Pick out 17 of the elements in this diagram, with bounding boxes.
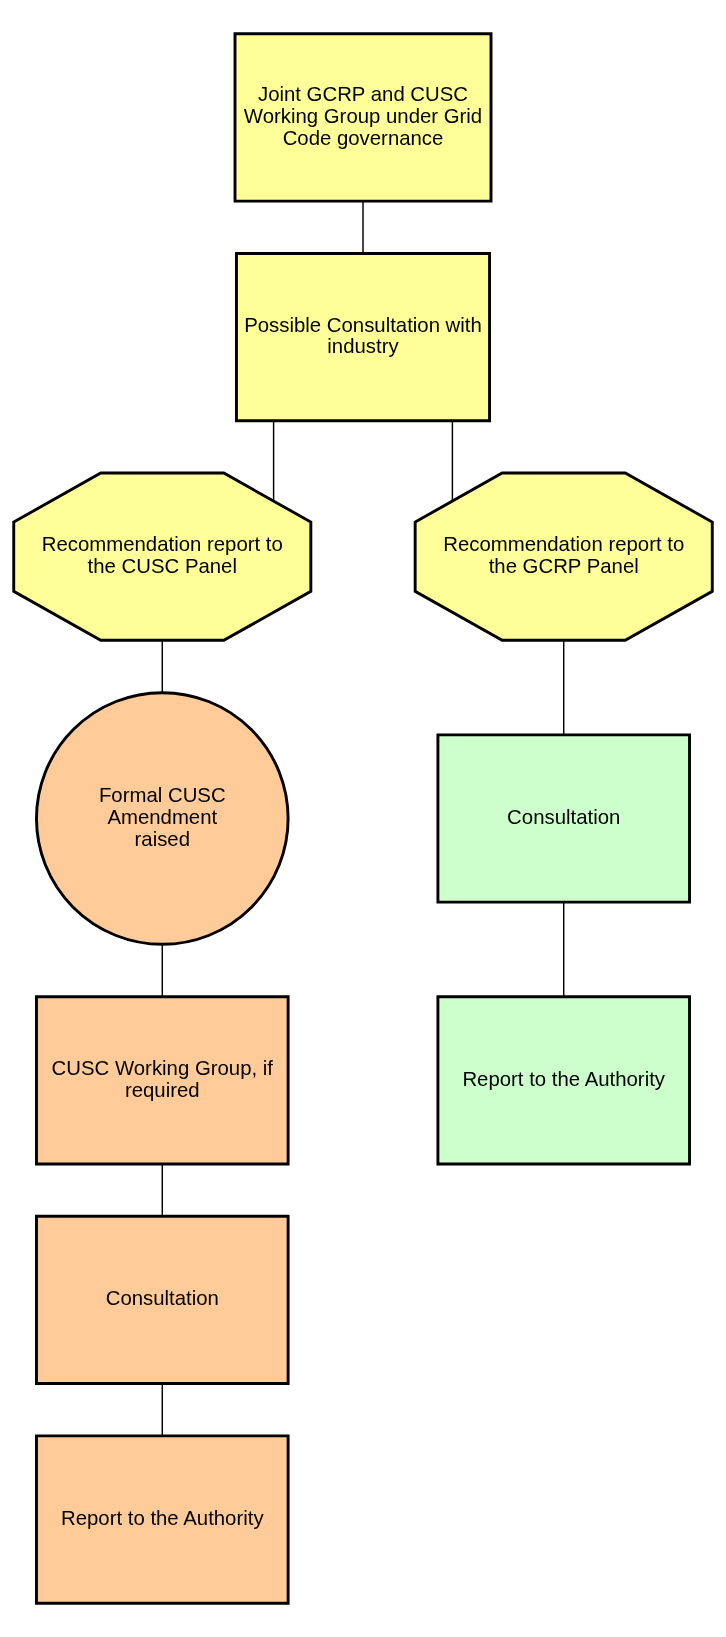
connector (161, 1163, 163, 1217)
connector (451, 420, 454, 502)
node-box: Report to the Authority (436, 995, 691, 1166)
connector (362, 200, 364, 254)
node-box: CUSC Working Group, if required (35, 995, 290, 1166)
connector (272, 420, 275, 502)
node-box: Report to the Authority (35, 1434, 290, 1605)
node-box: Joint GCRP and CUSC Working Group under Grid Code governance (233, 32, 493, 203)
connector (563, 902, 565, 998)
node-box: Consultation (35, 1214, 290, 1385)
connector (161, 640, 163, 694)
node-box: Consultation (436, 733, 691, 904)
connector (563, 640, 565, 736)
connector (161, 943, 163, 998)
node-box: Possible Consultation with industry (235, 252, 491, 423)
node-circle: Formal CUSC Amendment raised (35, 691, 290, 946)
connector (161, 1382, 163, 1437)
